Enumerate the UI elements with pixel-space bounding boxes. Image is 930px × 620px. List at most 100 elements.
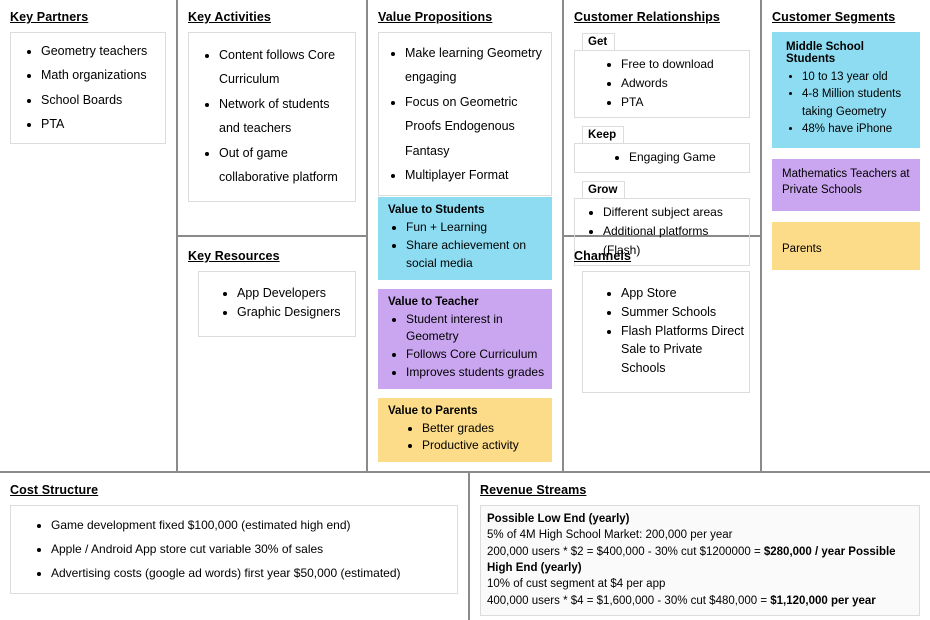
channels-list: App Store Summer Schools Flash Platforms…: [587, 284, 745, 378]
list-item: Summer Schools: [621, 303, 745, 322]
key-activities-note: Content follows Core Curriculum Network …: [188, 32, 356, 203]
list-item: Student interest in Geometry: [406, 311, 548, 347]
block-title-customer-relationships: Customer Relationships: [574, 10, 720, 24]
group-box-grow: Different subject areas Additional platf…: [574, 197, 750, 266]
revenue-line-5: 400,000 users * $4 = $1,600,000 - 30% cu…: [487, 593, 913, 609]
list-item: School Boards: [41, 88, 161, 112]
block-title-customer-segments: Customer Segments: [772, 10, 896, 24]
block-customer-relationships-channels: Customer Relationships Get Free to downl…: [564, 0, 762, 471]
group-list-keep: Engaging Game: [579, 148, 745, 167]
list-item: Engaging Game: [629, 148, 745, 167]
revenue-streams-note: Possible Low End (yearly) 5% of 4M High …: [480, 505, 920, 616]
group-label-get: Get: [582, 33, 616, 51]
block-customer-relationships: Customer Relationships Get Free to downl…: [564, 0, 760, 266]
list-item: Math organizations: [41, 63, 161, 87]
list-item: Different subject areas: [603, 203, 745, 222]
revenue-line-4: 10% of cust segment at $4 per app: [487, 578, 666, 591]
key-partners-list: Geometry teachers Math organizations Sch…: [15, 39, 161, 137]
block-key-resources: Key Resources App Developers Graphic Des…: [178, 237, 366, 473]
revenue-line-3-bold: $280,000 / year Possible High End (yearl…: [487, 545, 896, 574]
list-item: Follows Core Curriculum: [406, 346, 548, 364]
list-item: Flash Platforms Direct Sale to Private S…: [621, 322, 745, 378]
block-title-revenue-streams: Revenue Streams: [480, 483, 587, 497]
list-item: Productive activity: [422, 437, 548, 455]
list-item: Network of students and teachers: [219, 92, 351, 141]
canvas-top-row: Key Partners Geometry teachers Math orga…: [0, 0, 930, 473]
segment-title: Middle School Students: [786, 41, 864, 65]
list-item: Geometry teachers: [41, 39, 161, 63]
list-item: App Developers: [237, 284, 351, 303]
segment-text: Parents: [782, 242, 822, 255]
block-key-partners: Key Partners Geometry teachers Math orga…: [0, 0, 178, 471]
block-title-key-partners: Key Partners: [10, 10, 89, 24]
cost-structure-note: Game development fixed $100,000 (estimat…: [10, 505, 458, 594]
block-title-channels: Channels: [574, 249, 632, 263]
block-value-propositions: Value Propositions Make learning Geometr…: [368, 0, 564, 471]
list-item: 48% have iPhone: [802, 121, 914, 138]
tile-value-to-parents: Value to Parents Better grades Productiv…: [378, 397, 552, 462]
block-revenue-streams: Revenue Streams Possible Low End (yearly…: [470, 473, 930, 620]
tile-list: Student interest in Geometry Follows Cor…: [382, 311, 548, 382]
list-item: App Store: [621, 284, 745, 303]
list-item: Game development fixed $100,000 (estimat…: [51, 513, 453, 537]
segment-parents: Parents: [772, 221, 920, 270]
channels-note: App Store Summer Schools Flash Platforms…: [582, 271, 750, 393]
list-item: Focus on Geometric Proofs Endogenous Fan…: [405, 90, 547, 163]
block-title-key-resources: Key Resources: [188, 249, 280, 263]
block-title-value-propositions: Value Propositions: [378, 10, 493, 24]
canvas-bottom-row: Cost Structure Game development fixed $1…: [0, 473, 930, 620]
list-item: Multiplayer Format: [405, 163, 547, 187]
list-item: Advertising costs (google ad words) firs…: [51, 561, 453, 585]
list-item: PTA: [41, 112, 161, 136]
block-key-activities-resources: Key Activities Content follows Core Curr…: [178, 0, 368, 471]
group-box-get: Free to download Adwords PTA: [574, 50, 750, 118]
revenue-line-5-plain: 400,000 users * $4 = $1,600,000 - 30% cu…: [487, 594, 771, 607]
list-item: 10 to 13 year old: [802, 69, 914, 86]
block-title-key-activities: Key Activities: [188, 10, 271, 24]
value-propositions-list: Make learning Geometry engaging Focus on…: [383, 41, 547, 187]
tile-value-to-teacher: Value to Teacher Student interest in Geo…: [378, 288, 552, 389]
revenue-line-5-bold: $1,120,000 per year: [770, 594, 876, 607]
list-item: Adwords: [621, 74, 745, 93]
tile-value-to-students: Value to Students Fun + Learning Share a…: [378, 197, 552, 280]
segment-middle-school-students: Middle School Students 10 to 13 year old…: [772, 32, 920, 148]
segment-text: Mathematics Teachers at Private Schools: [782, 167, 910, 197]
tile-list: Fun + Learning Share achievement on soci…: [382, 219, 548, 272]
list-item: Free to download: [621, 55, 745, 74]
cost-structure-list: Game development fixed $100,000 (estimat…: [15, 513, 453, 585]
segment-mathematics-teachers: Mathematics Teachers at Private Schools: [772, 158, 920, 211]
segment-list: 10 to 13 year old 4-8 Million students t…: [778, 69, 914, 139]
list-item: Make learning Geometry engaging: [405, 41, 547, 90]
key-resources-note: App Developers Graphic Designers: [198, 271, 356, 337]
group-box-keep: Engaging Game: [574, 142, 750, 173]
block-title-cost-structure: Cost Structure: [10, 483, 99, 497]
list-item: Graphic Designers: [237, 303, 351, 322]
list-item: Improves students grades: [406, 364, 548, 382]
tile-list: Better grades Productive activity: [382, 420, 548, 456]
group-label-keep: Keep: [582, 125, 625, 144]
list-item: Additional platforms (Flash): [603, 222, 745, 260]
list-item: Better grades: [422, 420, 548, 438]
tile-title: Value to Parents: [388, 404, 478, 417]
revenue-line-1: Possible Low End (yearly): [487, 513, 630, 525]
list-item: Out of game collaborative platform: [219, 141, 351, 190]
tile-title: Value to Students: [388, 204, 485, 217]
list-item: Fun + Learning: [406, 219, 548, 237]
key-resources-list: App Developers Graphic Designers: [203, 284, 351, 322]
tile-title: Value to Teacher: [388, 295, 479, 308]
revenue-line-3: 200,000 users * $2 = $400,000 - 30% cut …: [487, 544, 913, 577]
list-item: Content follows Core Curriculum: [219, 43, 351, 92]
key-partners-note: Geometry teachers Math organizations Sch…: [10, 32, 166, 144]
list-item: Apple / Android App store cut variable 3…: [51, 537, 453, 561]
group-list-get: Free to download Adwords PTA: [579, 55, 745, 112]
revenue-line-2: 5% of 4M High School Market: 200,000 per…: [487, 529, 733, 542]
block-channels: Channels App Store Summer Schools Flash …: [564, 237, 760, 473]
revenue-line-3-plain: 200,000 users * $2 = $400,000 - 30% cut …: [487, 545, 764, 558]
group-list-grow: Different subject areas Additional platf…: [579, 203, 745, 260]
block-cost-structure: Cost Structure Game development fixed $1…: [0, 473, 470, 620]
block-customer-segments: Customer Segments Middle School Students…: [762, 0, 930, 471]
list-item: Share achievement on social media: [406, 237, 548, 273]
group-label-grow: Grow: [582, 180, 626, 199]
block-key-activities: Key Activities Content follows Core Curr…: [178, 0, 366, 237]
